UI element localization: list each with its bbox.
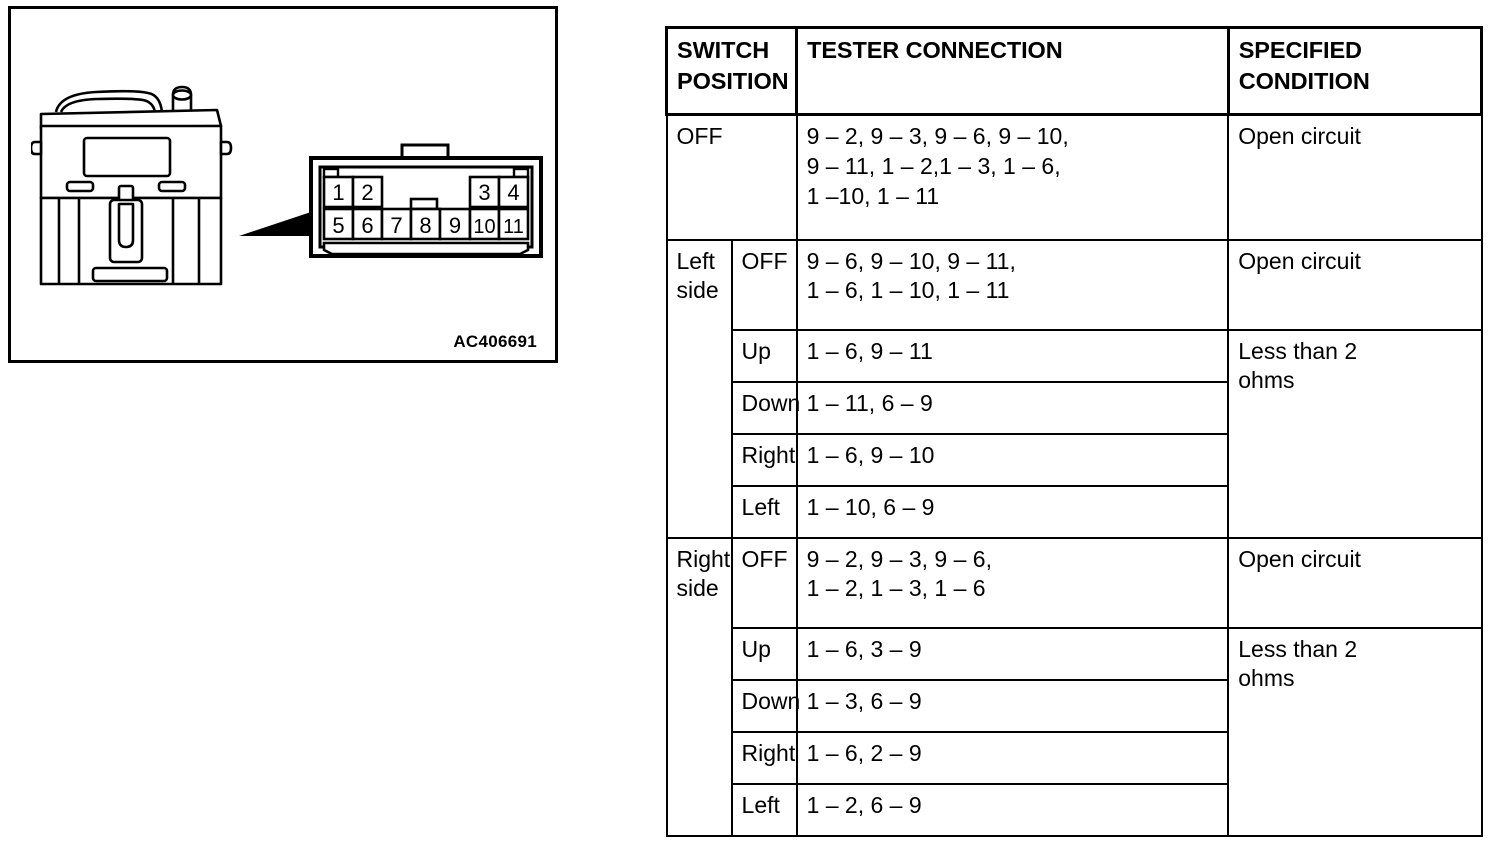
cell-tester-right-up: 1 – 6, 3 – 9 xyxy=(795,626,1230,681)
cell-sub-right-up: Up xyxy=(730,626,798,681)
cell-condition-right-less-than-2-ohms: Less than 2 ohms xyxy=(1227,626,1483,837)
svg-text:1: 1 xyxy=(332,180,344,205)
table-row-off: OFF 9 – 2, 9 – 3, 9 – 6, 9 – 10, 9 – 11,… xyxy=(665,113,1483,241)
svg-text:2: 2 xyxy=(361,180,373,205)
table-row-right-side-off: Right side OFF 9 – 2, 9 – 3, 9 – 6, 1 – … xyxy=(665,536,1483,837)
table-row-left-side-right: Right 1 – 6, 9 – 10 xyxy=(667,432,1482,487)
svg-text:9: 9 xyxy=(449,213,461,238)
cell-sub-left-up: Up xyxy=(730,328,798,383)
header-specified-condition: SPECIFIED CONDITION xyxy=(1226,26,1484,116)
header-tester-connection: TESTER CONNECTION xyxy=(795,26,1230,116)
cell-tester-right-right: 1 – 6, 2 – 9 xyxy=(795,730,1230,785)
table-row-right-side-left: Left 1 – 2, 6 – 9 xyxy=(667,782,1482,837)
power-window-switch-illustration xyxy=(31,85,233,286)
svg-text:8: 8 xyxy=(419,213,431,238)
table-row-left-side-off: Left side OFF 9 – 6, 9 – 10, 9 – 11, 1 –… xyxy=(665,238,1483,539)
connector-pinout-illustration: 1 2 3 4 5 6 7 8 9 10 11 xyxy=(309,143,543,258)
cell-tester-right-left: 1 – 2, 6 – 9 xyxy=(795,782,1230,837)
cell-sub-left-off: OFF xyxy=(730,238,798,331)
svg-text:11: 11 xyxy=(503,216,524,238)
cell-sub-right-down: Down xyxy=(730,678,800,733)
svg-text:4: 4 xyxy=(507,180,519,205)
illustration-panel: 1 2 3 4 5 6 7 8 9 10 11 AC406691 xyxy=(8,6,558,363)
callout-arrow-icon xyxy=(239,208,323,236)
cell-condition-off: Open circuit xyxy=(1227,113,1483,241)
table-row-right-side-up: Up 1 – 6, 3 – 9 Less than 2 ohms xyxy=(667,626,1483,837)
svg-text:7: 7 xyxy=(390,213,402,238)
cell-sub-right-off: OFF xyxy=(730,536,798,629)
cell-tester-left-right: 1 – 6, 9 – 10 xyxy=(795,432,1230,487)
figure-reference-code: AC406691 xyxy=(453,332,537,351)
svg-text:5: 5 xyxy=(332,213,344,238)
cell-tester-left-down: 1 – 11, 6 – 9 xyxy=(795,380,1230,435)
inspection-specification-table: SWITCH POSITION TESTER CONNECTION SPECIF… xyxy=(664,26,1484,837)
table-row-right-side-right: Right 1 – 6, 2 – 9 xyxy=(667,730,1482,785)
cell-condition-right-off: Open circuit xyxy=(1227,536,1483,629)
cell-sub-right-right: Right xyxy=(730,730,798,785)
cell-group-right-side: Right side xyxy=(665,536,733,837)
cell-sub-left-down: Down xyxy=(730,380,800,435)
cell-sub-left-right: Right xyxy=(730,432,798,487)
table-row-left-side-up: Up 1 – 6, 9 – 11 Less than 2 ohms xyxy=(667,328,1483,539)
svg-text:10: 10 xyxy=(473,216,495,238)
svg-text:3: 3 xyxy=(478,180,490,205)
cell-tester-right-off: 9 – 2, 9 – 3, 9 – 6, 1 – 2, 1 – 3, 1 – 6 xyxy=(795,536,1230,629)
table-row-left-side-down: Down 1 – 11, 6 – 9 xyxy=(667,380,1482,435)
cell-position-off: OFF xyxy=(665,113,798,241)
cell-tester-right-down: 1 – 3, 6 – 9 xyxy=(795,678,1230,733)
svg-text:6: 6 xyxy=(361,213,373,238)
cell-sub-left-left: Left xyxy=(730,484,798,539)
table-header-row: SWITCH POSITION TESTER CONNECTION SPECIF… xyxy=(664,26,1484,116)
cell-sub-right-left: Left xyxy=(730,782,798,837)
cell-condition-left-less-than-2-ohms: Less than 2 ohms xyxy=(1227,328,1483,539)
cell-tester-left-off: 9 – 6, 9 – 10, 9 – 11, 1 – 6, 1 – 10, 1 … xyxy=(795,238,1230,331)
cell-condition-left-off: Open circuit xyxy=(1227,238,1483,331)
header-switch-position: SWITCH POSITION xyxy=(664,26,799,116)
table-row-right-side-down: Down 1 – 3, 6 – 9 xyxy=(667,678,1482,733)
cell-tester-left-up: 1 – 6, 9 – 11 xyxy=(795,328,1230,383)
cell-tester-off: 9 – 2, 9 – 3, 9 – 6, 9 – 10, 9 – 11, 1 –… xyxy=(795,113,1230,241)
cell-tester-left-left: 1 – 10, 6 – 9 xyxy=(795,484,1230,539)
cell-group-left-side: Left side xyxy=(665,238,733,539)
table-row-left-side-left: Left 1 – 10, 6 – 9 xyxy=(667,484,1482,539)
